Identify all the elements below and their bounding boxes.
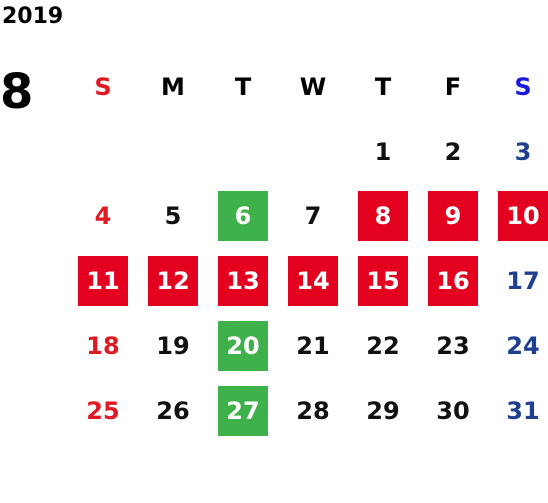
- day-cell[interactable]: 2: [444, 138, 462, 166]
- day-cell-green[interactable]: 20: [218, 321, 268, 371]
- weekday-mon: M: [161, 73, 185, 101]
- weekday-fri: F: [444, 73, 462, 101]
- weekday-thu: T: [374, 73, 392, 101]
- day-cell-red[interactable]: 15: [358, 256, 408, 306]
- weekday-sun: S: [94, 73, 112, 101]
- day-cell-red[interactable]: 11: [78, 256, 128, 306]
- day-cell[interactable]: 21: [296, 332, 330, 360]
- day-cell-empty: [78, 127, 128, 177]
- day-cell[interactable]: 28: [296, 397, 330, 425]
- day-cell[interactable]: 1: [374, 138, 392, 166]
- day-cell[interactable]: 4: [94, 202, 112, 230]
- day-cell-empty: [288, 127, 338, 177]
- day-cell-green[interactable]: 6: [218, 191, 268, 241]
- weekday-wed: W: [299, 73, 327, 101]
- day-cell[interactable]: 22: [366, 332, 400, 360]
- day-cell-red[interactable]: 9: [428, 191, 478, 241]
- day-cell[interactable]: 17: [506, 267, 540, 295]
- calendar-year: 2019: [2, 4, 64, 29]
- day-cell-empty: [148, 127, 198, 177]
- weekday-sat: S: [514, 73, 532, 101]
- day-cell[interactable]: 18: [86, 332, 120, 360]
- day-cell[interactable]: 3: [514, 138, 532, 166]
- day-cell-red[interactable]: 14: [288, 256, 338, 306]
- day-cell[interactable]: 31: [506, 397, 540, 425]
- calendar-grid: S M T W T F S 1 2 3 4 5 6 7 8 9 10 11 12…: [68, 62, 548, 446]
- day-cell[interactable]: 24: [506, 332, 540, 360]
- day-cell-red[interactable]: 16: [428, 256, 478, 306]
- day-cell[interactable]: 19: [156, 332, 190, 360]
- day-cell-red[interactable]: 12: [148, 256, 198, 306]
- day-cell-green[interactable]: 27: [218, 386, 268, 436]
- day-cell-red[interactable]: 8: [358, 191, 408, 241]
- day-cell-empty: [218, 127, 268, 177]
- day-cell[interactable]: 23: [436, 332, 470, 360]
- calendar-month: 8: [0, 64, 34, 120]
- day-cell[interactable]: 30: [436, 397, 470, 425]
- day-cell-red[interactable]: 13: [218, 256, 268, 306]
- weekday-tue: T: [234, 73, 252, 101]
- day-cell[interactable]: 29: [366, 397, 400, 425]
- day-cell[interactable]: 25: [86, 397, 120, 425]
- day-cell-red[interactable]: 10: [498, 191, 548, 241]
- day-cell[interactable]: 26: [156, 397, 190, 425]
- day-cell[interactable]: 5: [164, 202, 182, 230]
- day-cell[interactable]: 7: [304, 202, 322, 230]
